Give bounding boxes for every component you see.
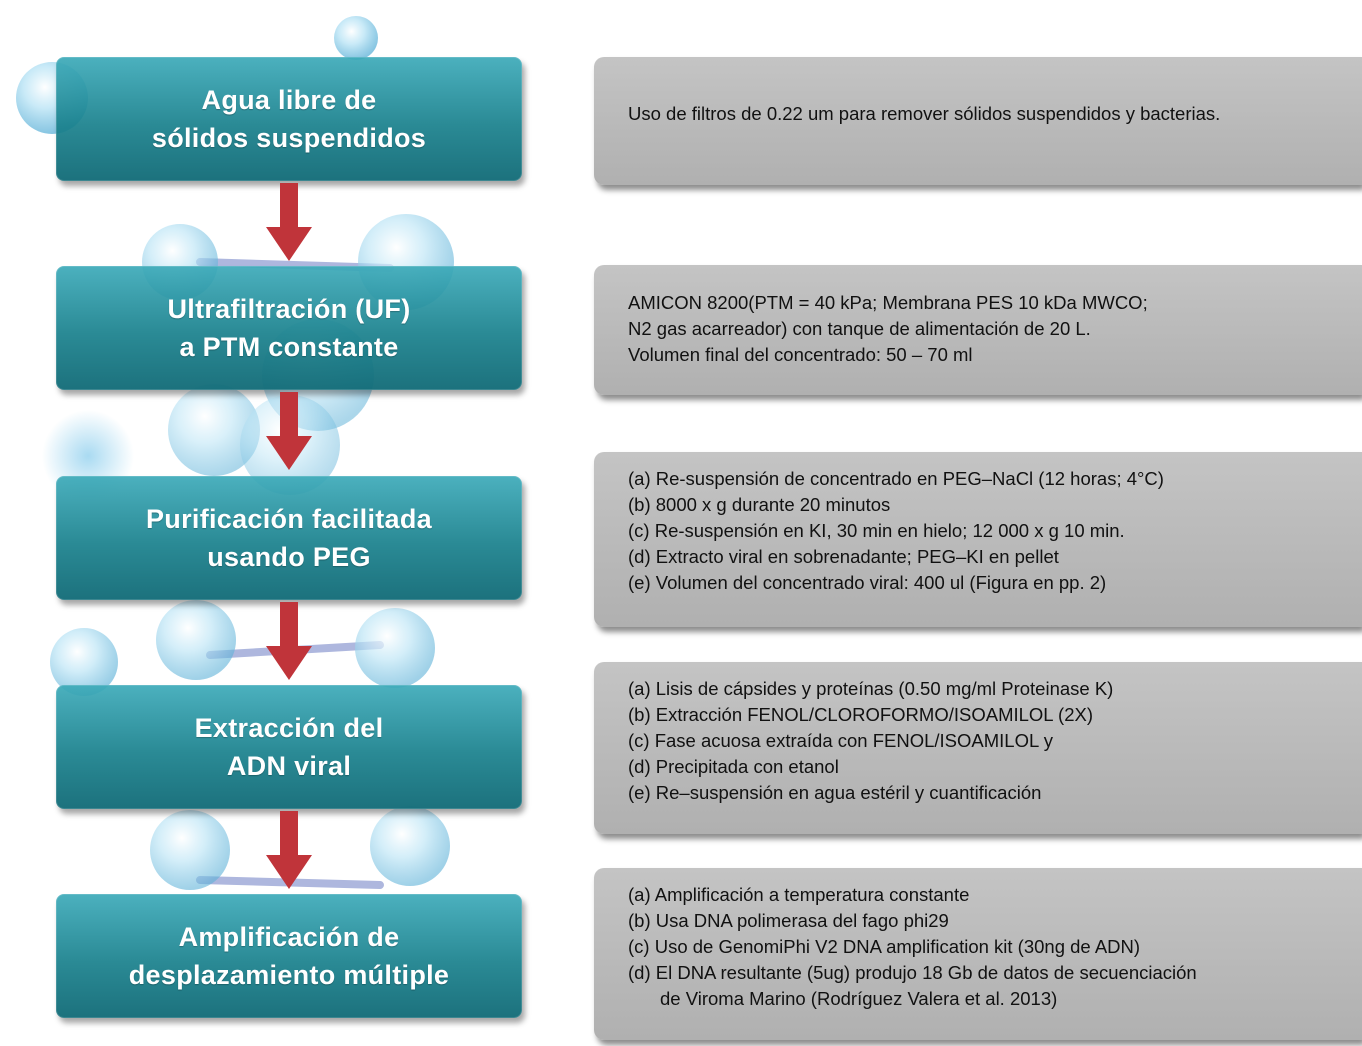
down-arrow-icon (266, 811, 312, 889)
down-arrow-icon (266, 392, 312, 470)
note-line: (c) Uso de GenomiPhi V2 DNA amplificatio… (628, 936, 1141, 957)
step-label: Agua libre de sólidos suspendidos (151, 85, 427, 153)
note-line: (e) Re–suspensión en agua estéril y cuan… (628, 782, 1042, 803)
note-line: Uso de filtros de 0.22 um para remover s… (628, 103, 1221, 124)
bubble-decoration (150, 810, 230, 890)
down-arrow-icon (266, 183, 312, 261)
note-line: (b) Extracción FENOL/CLOROFORMO/ISOAMILO… (628, 704, 1093, 725)
note-line: (e) Volumen del concentrado viral: 400 u… (628, 572, 1107, 593)
note-line: (c) Re-suspensión en KI, 30 min en hielo… (628, 520, 1125, 541)
note-box-peg-steps: (a) Re-suspensión de concentrado en PEG–… (594, 452, 1362, 627)
note-line: (c) Fase acuosa extraída con FENOL/ISOAM… (628, 730, 1053, 751)
note-line: (d) Extracto viral en sobrenadante; PEG–… (628, 546, 1059, 567)
bubble-decoration (334, 16, 378, 60)
bubble-decoration (50, 628, 118, 696)
bubble-decoration (370, 806, 450, 886)
bubble-decoration (156, 600, 236, 680)
step-box-ultrafiltration: Ultrafiltración (UF) a PTM constante (56, 266, 522, 390)
note-line: AMICON 8200(PTM = 40 kPa; Membrana PES 1… (628, 292, 1148, 313)
bubble-decoration (168, 384, 260, 476)
down-arrow-icon (266, 602, 312, 680)
note-line: N2 gas acarreador) con tanque de aliment… (628, 318, 1091, 339)
note-box-amplification-steps: (a) Amplificación a temperatura constant… (594, 868, 1362, 1040)
bubble-decoration (355, 608, 435, 688)
note-box-extraction-steps: (a) Lisis de cápsides y proteínas (0.50 … (594, 662, 1362, 834)
note-line: (a) Lisis de cápsides y proteínas (0.50 … (628, 678, 1114, 699)
note-line: (b) Usa DNA polimerasa del fago phi29 (628, 910, 949, 931)
step-label: Extracción del ADN viral (194, 713, 384, 781)
step-box-multiple-displacement-amplification: Amplificación de desplazamiento múltiple (56, 894, 522, 1018)
step-label: Ultrafiltración (UF) a PTM constante (167, 294, 411, 362)
note-line: de Viroma Marino (Rodríguez Valera et al… (660, 988, 1058, 1009)
step-label: Purificación facilitada usando PEG (146, 504, 432, 572)
note-box-amicon: AMICON 8200(PTM = 40 kPa; Membrana PES 1… (594, 265, 1362, 395)
note-line: (a) Amplificación a temperatura constant… (628, 884, 970, 905)
step-box-dna-extraction: Extracción del ADN viral (56, 685, 522, 809)
step-box-peg-purification: Purificación facilitada usando PEG (56, 476, 522, 600)
note-box-filters: Uso de filtros de 0.22 um para remover s… (594, 57, 1362, 185)
note-line: Volumen final del concentrado: 50 – 70 m… (628, 344, 973, 365)
step-box-water-free: Agua libre de sólidos suspendidos (56, 57, 522, 181)
note-line: (b) 8000 x g durante 20 minutos (628, 494, 891, 515)
note-line: (d) Precipitada con etanol (628, 756, 839, 777)
step-label: Amplificación de desplazamiento múltiple (128, 922, 450, 990)
note-line: (a) Re-suspensión de concentrado en PEG–… (628, 468, 1164, 489)
note-line: (d) El DNA resultante (5ug) produjo 18 G… (628, 962, 1197, 983)
